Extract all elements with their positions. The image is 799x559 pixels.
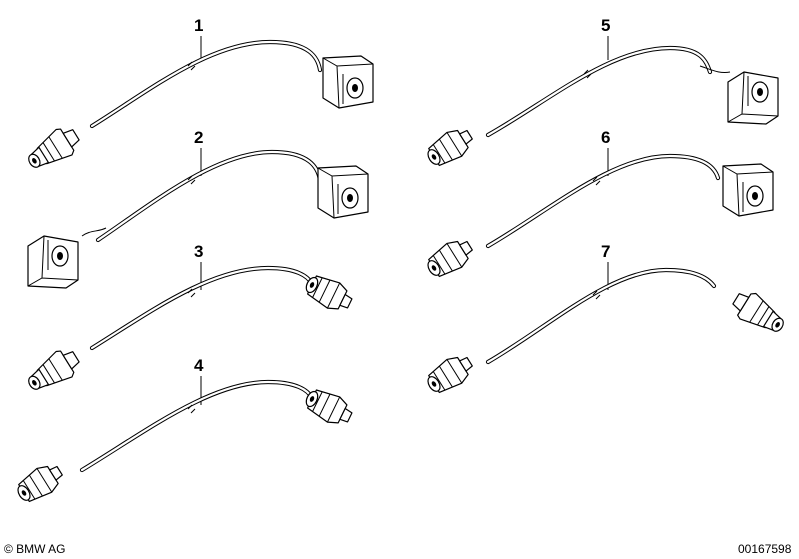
cable-assembly-4: 4 — [11, 356, 357, 509]
item-number-3: 3 — [194, 242, 203, 261]
item-number-7: 7 — [601, 242, 610, 261]
item-number-2: 2 — [194, 128, 203, 147]
cable-assembly-5: 5 — [421, 16, 779, 173]
item-number-5: 5 — [601, 16, 610, 35]
copyright-text: © BMW AG — [4, 542, 66, 556]
cable-assembly-3: 3 — [21, 242, 357, 399]
cable-assembly-1: 1 — [21, 16, 374, 177]
cable-assembly-6: 6 — [421, 128, 774, 284]
cable-assembly-2: 2 — [27, 128, 369, 289]
cable-assembly-7: 7 — [421, 242, 791, 400]
item-number-1: 1 — [194, 16, 203, 35]
drawing-id: 00167598 — [738, 542, 792, 556]
item-number-4: 4 — [194, 356, 204, 375]
item-number-6: 6 — [601, 128, 610, 147]
